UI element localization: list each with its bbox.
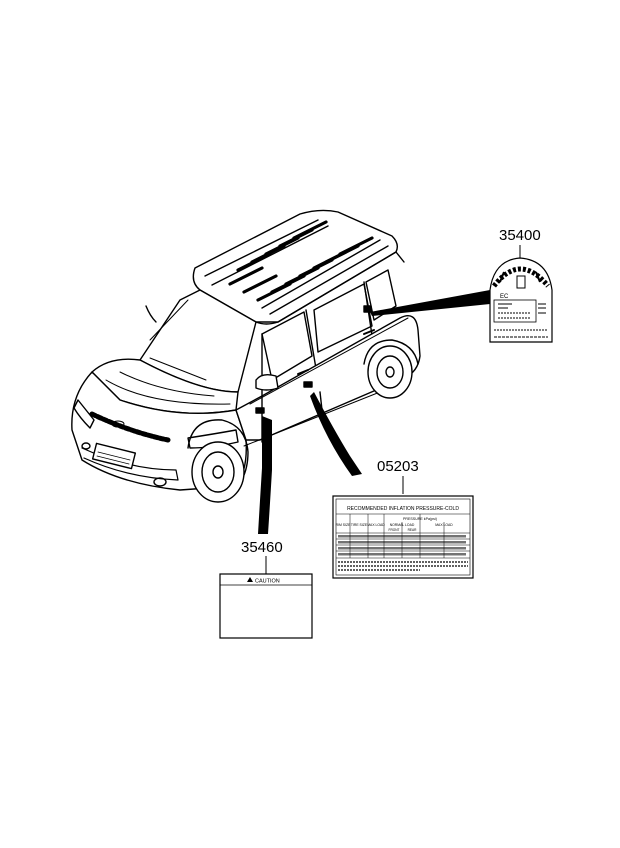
emission-marker-text: EC [500, 294, 509, 300]
part-number-35460: 35460 [241, 539, 283, 556]
label-05203: RECOMMENDED INFLATION PRESSURE-COLD PRES… [332, 495, 474, 579]
tire-label-title: RECOMMENDED INFLATION PRESSURE-COLD [347, 506, 459, 512]
tire-col-tire: TIRE SIZE [351, 523, 368, 527]
label-35460: CAUTION [219, 573, 313, 639]
leader-05203 [310, 392, 362, 476]
part-number-05203: 05203 [377, 458, 419, 475]
warning-triangle-icon [247, 577, 253, 582]
tire-col-load: MAX LOAD [367, 523, 385, 527]
tire-col-front: FRONT [389, 528, 400, 532]
tire-col-normal: NORMAL LOAD [390, 523, 415, 527]
tire-col-max: MAX LOAD [435, 523, 453, 527]
part-number-35400: 35400 [499, 227, 541, 244]
tire-col-rim: RIM SIZE [336, 523, 351, 527]
leader-lines [258, 290, 490, 534]
vehicle-illustration [71, 209, 421, 503]
tire-col-rear: REAR [408, 528, 418, 532]
caution-title: CAUTION [255, 579, 280, 585]
leader-35460 [258, 416, 272, 534]
label-35400: EC [489, 257, 553, 343]
leader-35400 [370, 290, 490, 316]
